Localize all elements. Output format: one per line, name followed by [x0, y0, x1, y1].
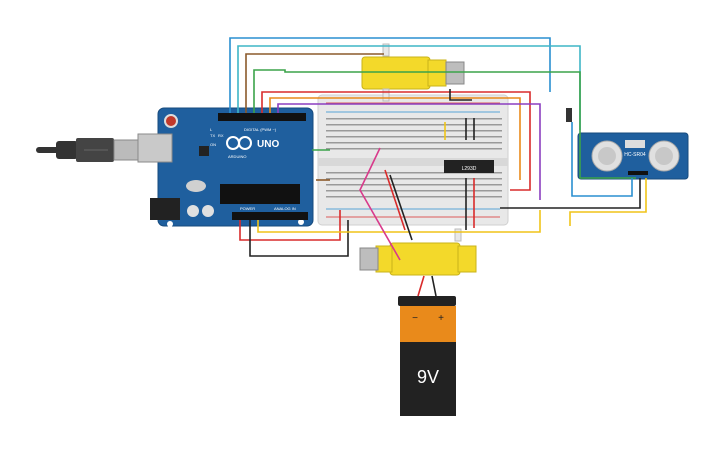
- usb-cable: [36, 138, 143, 162]
- digital-header-label: DIGITAL (PWM ~): [244, 127, 277, 132]
- reset-button: [164, 114, 178, 128]
- ic-label: L293D: [462, 166, 477, 172]
- motor-driver-ic[interactable]: L293D: [444, 160, 494, 173]
- l-led-label: L: [210, 127, 213, 132]
- on-led-label: ON: [210, 142, 216, 147]
- wire-pink: [359, 147, 401, 261]
- wire-yellow-bottom: [257, 210, 541, 233]
- bottom-dc-motor[interactable]: [359, 228, 477, 276]
- wire-green-top: [253, 69, 636, 179]
- wire-blue-top: [229, 37, 551, 113]
- wire-orange-top: [269, 97, 521, 180]
- slide-switch[interactable]: [566, 108, 572, 122]
- sensor-label: HC-SR04: [624, 152, 646, 158]
- battery-voltage-label: 9V: [417, 367, 439, 387]
- tx-led-label: TX: [210, 133, 215, 138]
- breadboard[interactable]: [317, 94, 509, 226]
- analog-header-label: ANALOG IN: [274, 206, 296, 211]
- wires: [229, 37, 647, 297]
- wire-brown-top: [245, 53, 384, 113]
- wire-sensor-gnd: [500, 178, 641, 209]
- ultrasonic-sensor[interactable]: HC-SR04: [577, 132, 689, 180]
- wire-purple-top: [277, 103, 541, 200]
- arduino-uno-board[interactable]: UNO ARDUINO DIGITAL (PWM ~) POWER ANALOG…: [137, 107, 314, 227]
- wire-black-motor: [449, 89, 472, 101]
- board-model-label: UNO: [257, 139, 279, 150]
- rx-led-label: RX: [218, 133, 224, 138]
- power-header-label: POWER: [240, 206, 255, 211]
- top-dc-motor[interactable]: [361, 43, 465, 102]
- wire-red-bottom: [239, 210, 341, 241]
- infinity-logo-icon: [226, 136, 252, 150]
- wire-red-top: [261, 91, 531, 191]
- battery-9v[interactable]: − + 9V: [398, 296, 456, 416]
- battery-minus-label: −: [412, 313, 418, 324]
- board-brand-label: ARDUINO: [228, 154, 246, 159]
- wire-black-bottom: [249, 220, 349, 257]
- battery-plus-label: +: [438, 313, 444, 324]
- wire-sensor-trig: [571, 122, 633, 197]
- wire-sensor-vcc: [569, 178, 647, 226]
